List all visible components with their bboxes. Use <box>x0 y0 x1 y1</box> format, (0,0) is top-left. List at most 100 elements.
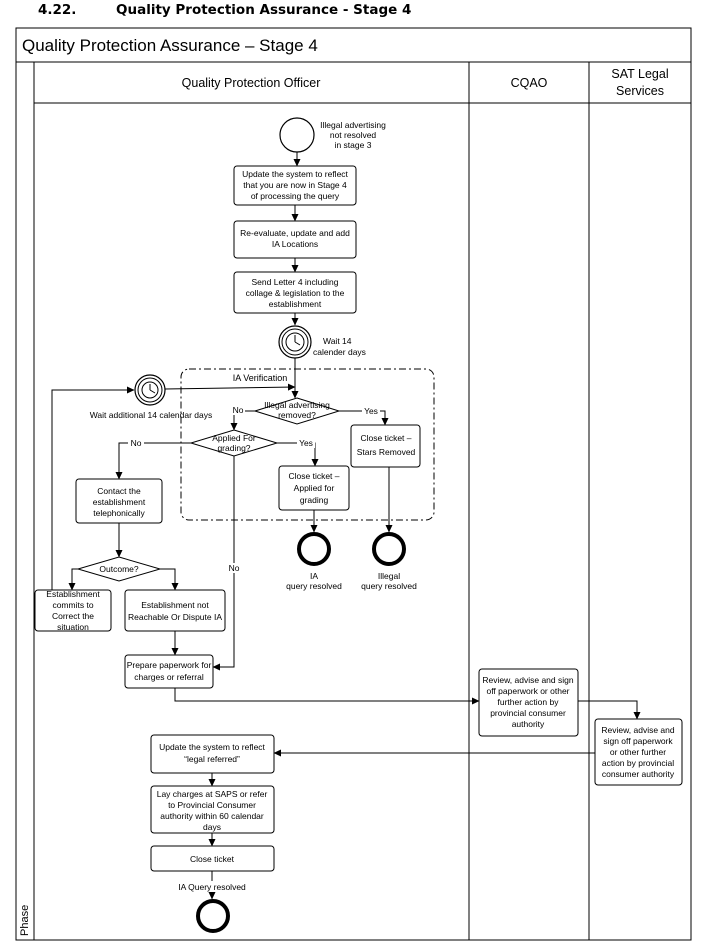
task-prepare-label: Prepare paperwork for charges or referra… <box>127 660 212 682</box>
flow-prepare-cqao <box>174 688 480 705</box>
flow-grading-no-left <box>115 442 191 480</box>
pool-frame <box>15 27 692 941</box>
task-lay-charges-label: Lay charges at SAPS or refer to Provinci… <box>157 789 268 832</box>
svg-text:further action by: further action by <box>498 697 560 707</box>
svg-text:off paperwork or other: off paperwork or other <box>487 686 570 696</box>
gateway-removed <box>253 397 341 425</box>
flow-cqao-legal <box>578 700 641 720</box>
flow-label-yes-removed: Yes <box>364 406 378 416</box>
task-send-letter4-label: Send Letter 4 including collage & legisl… <box>246 277 345 309</box>
svg-text:consumer authority: consumer authority <box>602 769 675 779</box>
svg-text:Illegal advertising: Illegal advertising <box>264 400 330 410</box>
svg-text:grading: grading <box>300 495 329 505</box>
flow-commits-wait <box>51 386 135 590</box>
flow-grading-no-down <box>212 456 235 671</box>
svg-text:Establishment: Establishment <box>46 589 100 599</box>
timer-additional-label: Wait additional 14 calendar days <box>90 410 213 420</box>
start-event-label: Illegal advertising not resolved in stag… <box>320 120 386 150</box>
svg-text:Illegal: Illegal <box>378 571 400 581</box>
task-close-grading-label: Close ticket – Applied for grading <box>288 471 339 505</box>
svg-text:Correct the: Correct the <box>52 611 94 621</box>
svg-text:Close ticket –: Close ticket – <box>288 471 339 481</box>
svg-text:Update the system to reflect: Update the system to reflect <box>159 742 265 752</box>
task-update-legal-label: Update the system to reflect “legal refe… <box>159 742 265 764</box>
gateway-grading-label: Applied For grading? <box>212 433 256 453</box>
task-commits-label: Establishment commits to Correct the sit… <box>46 589 100 632</box>
pool-title: Quality Protection Assurance – Stage 4 <box>22 36 318 55</box>
end-final <box>196 899 230 933</box>
svg-text:sign off paperwork: sign off paperwork <box>603 736 673 746</box>
task-not-reachable <box>124 589 226 632</box>
phase-label: Phase <box>19 905 31 936</box>
timer-wait14-icon <box>278 325 312 359</box>
svg-text:of processing the query: of processing the query <box>251 191 340 201</box>
task-cqao-review-label: Review, advise and sign off paperwork or… <box>482 675 573 729</box>
lane-label-legal-2: Services <box>616 84 664 98</box>
flow-label-no-grading-left: No <box>131 438 142 448</box>
task-prepare <box>124 654 214 689</box>
svg-text:Stars Removed: Stars Removed <box>357 447 416 457</box>
svg-text:authority: authority <box>512 719 545 729</box>
gateway-outcome-label: Outcome? <box>99 564 138 574</box>
svg-text:establishment: establishment <box>269 299 322 309</box>
task-commits <box>34 589 112 632</box>
svg-text:IA: IA <box>310 571 318 581</box>
svg-text:commits to: commits to <box>52 600 93 610</box>
end-illegal-resolved <box>372 532 406 566</box>
flow-label-no-removed: No <box>233 405 244 415</box>
svg-text:days: days <box>203 822 221 832</box>
lane-label-qpo: Quality Protection Officer <box>182 76 321 90</box>
svg-text:establishment: establishment <box>93 497 146 507</box>
svg-text:query resolved: query resolved <box>361 581 417 591</box>
task-close-stars-label: Close ticket – Stars Removed <box>357 433 416 457</box>
svg-text:grading?: grading? <box>217 443 250 453</box>
lane-label-cqao: CQAO <box>511 76 548 90</box>
end-ia-resolved-label: IA query resolved <box>286 571 342 591</box>
svg-text:query resolved: query resolved <box>286 581 342 591</box>
flow-label-yes-grading: Yes <box>299 438 313 448</box>
svg-text:Prepare paperwork for: Prepare paperwork for <box>127 660 212 670</box>
svg-text:Close ticket –: Close ticket – <box>360 433 411 443</box>
task-legal-review-label: Review, advise and sign off paperwork or… <box>601 725 675 779</box>
task-contact-label: Contact the establishment telephonically <box>93 486 146 518</box>
gateway-outcome <box>76 556 162 582</box>
flow-wait-back <box>164 383 296 391</box>
task-reevaluate-label: Re-evaluate, update and add IA Locations <box>240 228 350 249</box>
svg-text:to Provincial Consumer: to Provincial Consumer <box>168 800 256 810</box>
lane-label-legal-1: SAT Legal <box>611 67 668 81</box>
svg-text:Applied for: Applied for <box>294 483 335 493</box>
task-legal-review <box>594 718 683 786</box>
svg-text:or other further: or other further <box>610 747 666 757</box>
ia-verification-label: IA Verification <box>233 373 288 383</box>
svg-text:Review, advise and sign: Review, advise and sign <box>482 675 573 685</box>
svg-text:in stage 3: in stage 3 <box>335 140 372 150</box>
svg-text:Illegal advertising: Illegal advertising <box>320 120 386 130</box>
task-not-reachable-label: Establishment not Reachable Or Dispute I… <box>128 600 222 622</box>
timer-additional-icon <box>134 374 166 406</box>
svg-text:authority within 60 calendar: authority within 60 calendar <box>160 811 264 821</box>
svg-text:Review, advise and: Review, advise and <box>601 725 675 735</box>
flow-label-no-grading-down: No <box>229 563 240 573</box>
svg-text:telephonically: telephonically <box>93 508 145 518</box>
svg-text:Wait 14: Wait 14 <box>323 336 352 346</box>
svg-text:situation: situation <box>57 622 89 632</box>
flow-removed-yes <box>339 410 389 426</box>
svg-text:charges or referral: charges or referral <box>134 672 204 682</box>
gateway-removed-label: Illegal advertising removed? <box>264 400 330 420</box>
section-heading: 4.22.Quality Protection Assurance - Stag… <box>38 2 411 18</box>
svg-text:not resolved: not resolved <box>330 130 377 140</box>
svg-text:Send Letter 4 including: Send Letter 4 including <box>252 277 339 287</box>
flow-outcome-notreachable <box>160 568 179 591</box>
svg-text:collage & legislation to the: collage & legislation to the <box>246 288 345 298</box>
task-update-stage4-label: Update the system to reflect that you ar… <box>242 169 348 201</box>
svg-text:Establishment not: Establishment not <box>141 600 209 610</box>
svg-text:action by provincial: action by provincial <box>602 758 674 768</box>
task-cqao-review <box>478 668 579 737</box>
task-close-stars <box>350 424 421 468</box>
start-event <box>279 117 315 153</box>
end-illegal-resolved-label: Illegal query resolved <box>361 571 417 591</box>
end-ia-resolved <box>297 532 331 566</box>
flow-outcome-commits <box>68 568 78 591</box>
end-final-label: IA Query resolved <box>178 882 246 892</box>
